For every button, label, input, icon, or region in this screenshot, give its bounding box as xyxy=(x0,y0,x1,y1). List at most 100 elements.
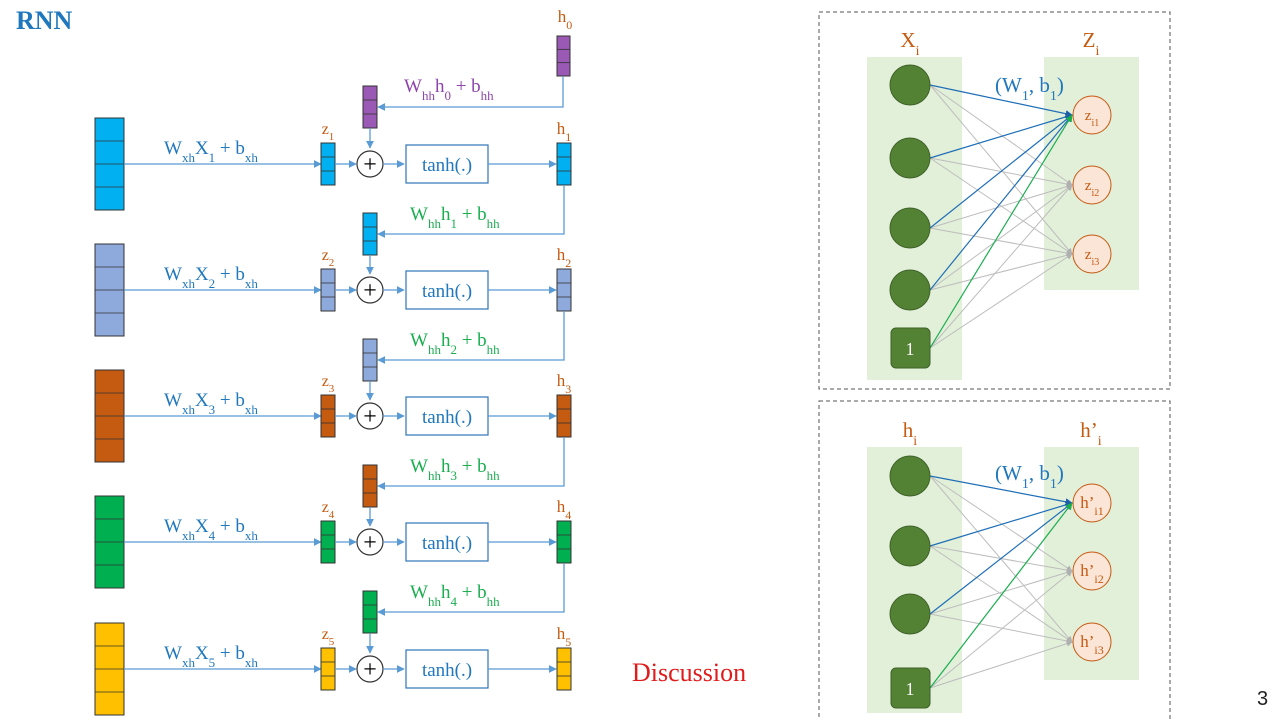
panel-1-output-label-3-sub: i3 xyxy=(1091,257,1099,268)
panel-2-edge-3-1 xyxy=(929,502,1073,689)
input-term-3-sub: xh xyxy=(182,402,196,417)
h0-label-sub: 0 xyxy=(566,18,572,32)
panel-2-edge-2-2 xyxy=(929,569,1073,615)
h-label-3-part: h xyxy=(557,371,566,390)
panel-2-output-node-1 xyxy=(1072,483,1112,523)
recurrent-term-2-sub: 2 xyxy=(450,342,457,357)
z-vector-5 xyxy=(320,647,336,691)
recurrent-term-4-sub: hh xyxy=(428,594,442,609)
input-term-3-part: X xyxy=(195,390,209,411)
z-label-1-part: z xyxy=(322,121,329,138)
panel-1-bias-node xyxy=(890,327,931,369)
h-vector-4 xyxy=(556,520,572,564)
recurrent-vector-1-body xyxy=(362,212,378,256)
panel-1-edge-4-3 xyxy=(929,253,1073,349)
panel-1-input-label: Xi xyxy=(900,28,919,59)
panel-1-output-label-2: zi2 xyxy=(1085,178,1099,199)
panel-1-output-label-3-part: z xyxy=(1085,247,1092,263)
h-vector-3-body xyxy=(556,394,572,438)
panel-1-output-label-1: zi1 xyxy=(1085,108,1099,129)
input-term-3-sub: xh xyxy=(245,402,259,417)
panel-2-output-node-2 xyxy=(1072,551,1112,591)
tanh-label-3: tanh(.) xyxy=(422,407,472,428)
panel-1-edge-4-1 xyxy=(929,114,1073,349)
h0-vector-body xyxy=(556,35,571,77)
z-label-2-part: z xyxy=(322,247,329,264)
panel-1-edge-4-2 xyxy=(929,184,1073,349)
h0-recurrent-term-sub: hh xyxy=(481,88,495,103)
panel-1-output-label-part: Z xyxy=(1083,28,1096,52)
input-term-1-sub: xh xyxy=(245,150,259,165)
z-label-2-sub: 2 xyxy=(329,257,335,269)
h0-recurrent-term-part: W xyxy=(404,76,422,97)
plus-sign-4: + xyxy=(363,530,377,556)
z-vector-1 xyxy=(320,142,336,186)
discussion-label: Discussion xyxy=(632,658,747,687)
input-term-2-part: + b xyxy=(215,264,245,285)
input-term-3: WxhX3 + bxh xyxy=(164,390,258,417)
panel-1-output-node-2 xyxy=(1072,165,1112,205)
plus-sign-3: + xyxy=(363,404,377,430)
plus-sign-1: + xyxy=(363,152,377,178)
recurrent-term-3-part: W xyxy=(410,456,428,477)
recurrent-vector-1 xyxy=(362,212,378,256)
recurrent-term-4-part: + b xyxy=(457,582,487,603)
input-term-1-part: X xyxy=(195,138,209,159)
panel-1-edge-0-2 xyxy=(929,84,1073,186)
recurrent-term-1-sub: hh xyxy=(487,216,501,231)
recurrent-arrow-3 xyxy=(377,437,565,490)
panel-2-output-node-3 xyxy=(1072,622,1112,662)
recurrent-term-2-part: h xyxy=(441,330,451,351)
panel-2-edge-0-2 xyxy=(929,475,1073,572)
input-term-4-part: W xyxy=(164,516,182,537)
panel-2-output-label-sub: i xyxy=(1098,434,1102,449)
recurrent-term-2-part: + b xyxy=(457,330,487,351)
recurrent-term-3: Whhh3 + bhh xyxy=(410,456,500,483)
panel-2-output-label-2-part: h’ xyxy=(1080,561,1094,580)
recurrent-vector-4 xyxy=(362,590,378,634)
panel-1-frame xyxy=(818,11,1171,390)
input-term-5: WxhX5 + bxh xyxy=(164,643,258,670)
input-term-3-part: W xyxy=(164,390,182,411)
panel-1-output-label: Zi xyxy=(1083,28,1100,59)
input-term-4-sub: xh xyxy=(182,528,196,543)
panel-2-output-label-3-part: h’ xyxy=(1080,632,1094,651)
recurrent-term-4-part: h xyxy=(441,582,451,603)
recurrent-term-2-part: W xyxy=(410,330,428,351)
input-vector-x4 xyxy=(94,495,125,589)
tanh-label-1: tanh(.) xyxy=(422,155,472,176)
panel-2-input-node-3 xyxy=(889,593,931,635)
input-term-4-part: X xyxy=(195,516,209,537)
h-label-2-sub: 2 xyxy=(565,256,571,270)
h-label-1-part: h xyxy=(557,119,566,138)
h-vector-1 xyxy=(556,142,572,186)
input-term-5-sub: 5 xyxy=(209,655,216,670)
z-label-4: z4 xyxy=(322,499,335,521)
panel-1-output-label-3: zi3 xyxy=(1085,247,1099,268)
h0-recurrent-term-part: + b xyxy=(451,76,481,97)
panel-2-edge-2-1 xyxy=(929,502,1073,615)
input-term-5-sub: xh xyxy=(182,655,196,670)
recurrent-term-3-sub: 3 xyxy=(450,468,457,483)
panel-2-edge-3-3 xyxy=(929,640,1073,689)
tanh-box-5 xyxy=(405,649,489,689)
recurrent-term-2: Whhh2 + bhh xyxy=(410,330,500,357)
panel-2-output-label-2-sub: i2 xyxy=(1094,572,1103,586)
panel-2-input-node-1 xyxy=(889,455,931,497)
panel-1-output-label-1-part: z xyxy=(1085,108,1092,124)
input-term-1-part: W xyxy=(164,138,182,159)
recurrent-term-1-sub: 1 xyxy=(450,216,457,231)
panel-2-weights-label-sub: 1 xyxy=(1022,477,1029,492)
h0-recurrent-term: Whhh0 + bhh xyxy=(404,76,494,103)
panel-1-edge-0-3 xyxy=(929,84,1073,255)
recurrent-term-3-part: + b xyxy=(457,456,487,477)
input-term-2-sub: xh xyxy=(182,276,196,291)
input-term-5-part: + b xyxy=(215,643,245,664)
panel-1-weights-label-part: , b xyxy=(1029,73,1050,97)
panel-2-input-label: hi xyxy=(903,418,918,449)
h-label-2-part: h xyxy=(557,245,566,264)
panel-1-input-node-2 xyxy=(889,137,931,179)
input-term-1-sub: xh xyxy=(182,150,196,165)
h-vector-3 xyxy=(556,394,572,438)
input-vector-x2 xyxy=(94,243,125,337)
